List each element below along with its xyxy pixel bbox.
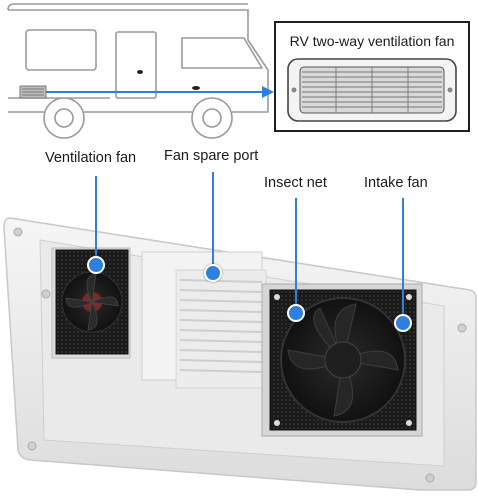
label-intake-fan: Intake fan bbox=[364, 175, 428, 191]
leader-line-intake-fan bbox=[402, 198, 404, 318]
vent-panel-illustration bbox=[3, 217, 477, 491]
marker-fan-spare-port bbox=[204, 264, 222, 282]
rv-illustration bbox=[7, 3, 274, 139]
label-fan-spare-port: Fan spare port bbox=[164, 148, 259, 164]
marker-intake-fan bbox=[394, 314, 412, 332]
vent-grille-illustration bbox=[287, 58, 457, 122]
callout-title: RV two-way ventilation fan bbox=[289, 33, 455, 49]
callout-box: RV two-way ventilation fan bbox=[274, 21, 470, 132]
leader-line-insect-net bbox=[295, 198, 297, 308]
marker-ventilation-fan bbox=[87, 256, 105, 274]
label-insect-net: Insect net bbox=[264, 175, 327, 191]
label-ventilation-fan: Ventilation fan bbox=[45, 150, 137, 166]
marker-insect-net bbox=[287, 304, 305, 322]
leader-line-fan-spare-port bbox=[212, 172, 214, 266]
leader-line-ventilation-fan bbox=[95, 176, 97, 260]
